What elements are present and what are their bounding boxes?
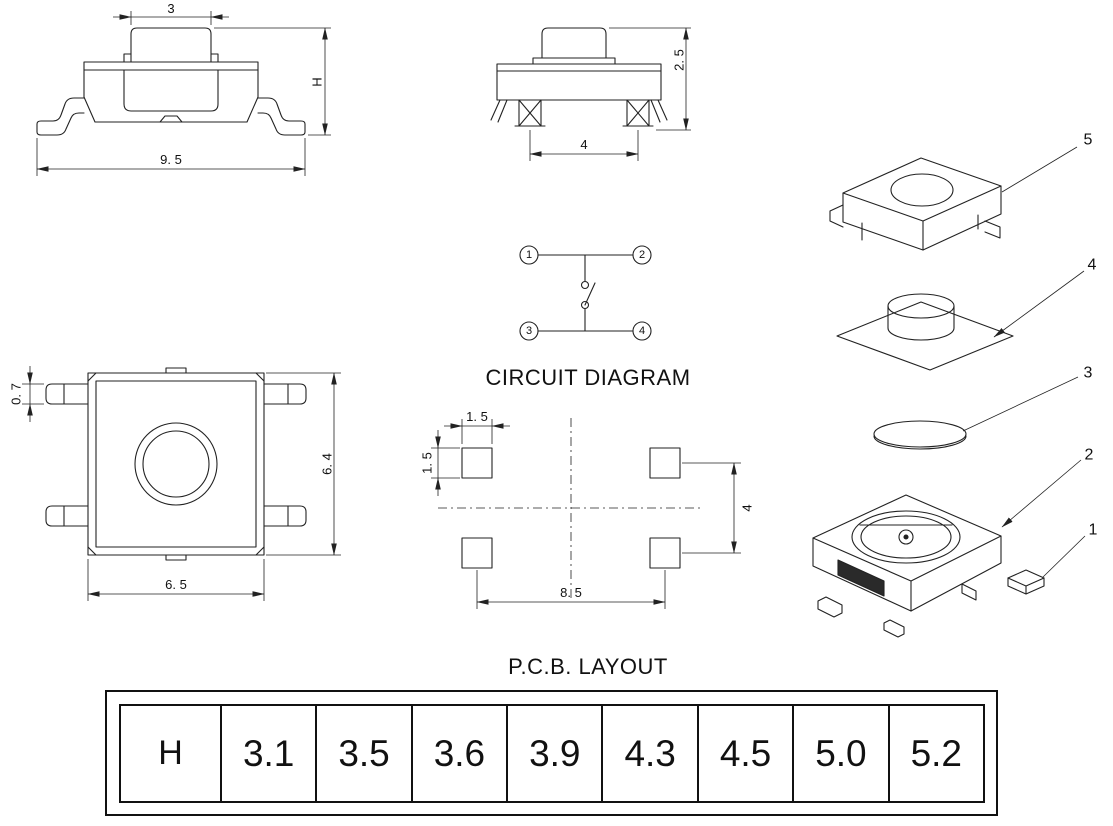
pcb-layout-title: P.C.B. LAYOUT [508,654,668,679]
dim-pcb-pad-height: 1. 5 [420,452,435,474]
dim-front-height: H [310,77,325,86]
front-view: 3 H 9. 5 [36,1,331,176]
dim-pcb-col-spacing: 8. 5 [560,585,582,600]
dim-pcb-pad-width: 1. 5 [466,409,488,424]
part-1-terminal [1007,569,1045,595]
front-view-dimensions [36,11,331,176]
side-view-dimensions [529,27,691,161]
dim-pcb-row-spacing: 4 [740,504,755,511]
h-table-value-cell: 3.9 [506,704,604,803]
dim-front-total-width: 9. 5 [160,152,182,167]
dim-top-leg-thickness: 0. 7 [9,383,24,405]
top-view-outline [45,367,307,561]
h-table-value-cell: 5.0 [792,704,890,803]
circuit-diagram-title: CIRCUIT DIAGRAM [485,365,690,390]
h-table-value-cell: 3.5 [315,704,413,803]
h-table-value-cell: 3.1 [219,704,318,803]
circuit-pin-2-label: 2 [639,249,645,261]
h-table-value-cell: 4.3 [601,704,699,803]
part-4-actuator [836,293,1014,371]
side-view-outline [490,27,668,127]
dim-side-height: 2. 5 [672,49,687,71]
circuit-lines [519,245,652,341]
front-view-outline [36,27,306,136]
part-3-dome [873,420,967,450]
part-number-1: 1 [1089,522,1098,539]
circuit-pin-3-label: 3 [526,325,532,337]
h-table: H 3.1 3.5 3.6 3.9 4.3 4.5 5.0 5.2 [105,690,998,816]
part-number-4: 4 [1088,257,1097,274]
pcb-dimensions [431,419,741,609]
pcb-pads [461,447,681,569]
circuit-pin-1-label: 1 [526,249,532,261]
part-number-2: 2 [1085,447,1094,464]
part-number-3: 3 [1084,365,1093,382]
dim-top-body-depth: 6. 4 [320,453,335,475]
h-table-value-cell: 4.5 [696,704,795,803]
h-table-value-cell: 3.6 [410,704,509,803]
pcb-centerlines [438,418,704,600]
part-number-5: 5 [1084,132,1093,149]
h-table-header-cell: H [119,704,222,803]
dim-side-pin-spacing: 4 [580,137,587,152]
circuit-pin-4-label: 4 [639,325,645,337]
top-view-dimensions [22,366,341,601]
h-table-row: H 3.1 3.5 3.6 3.9 4.3 4.5 5.0 5.2 [119,704,985,803]
part-leader-lines [962,146,1086,578]
part-2-base [812,494,1002,638]
pcb-layout: 1. 5 1. 5 4 8. 5 P.C.B. LAYOUT [420,409,755,679]
h-table-value-cell: 5.2 [887,704,985,803]
top-view: 0. 7 6. 4 6. 5 [9,366,341,601]
part-5-cover [829,157,1002,251]
circuit-diagram: 1 2 3 4 CIRCUIT DIAGRAM [485,245,690,390]
dim-top-body-width: 6. 5 [165,577,187,592]
dim-front-button-width: 3 [167,1,174,16]
exploded-view: 5 4 3 2 1 [812,132,1098,638]
side-view: 4 2. 5 [490,27,691,161]
